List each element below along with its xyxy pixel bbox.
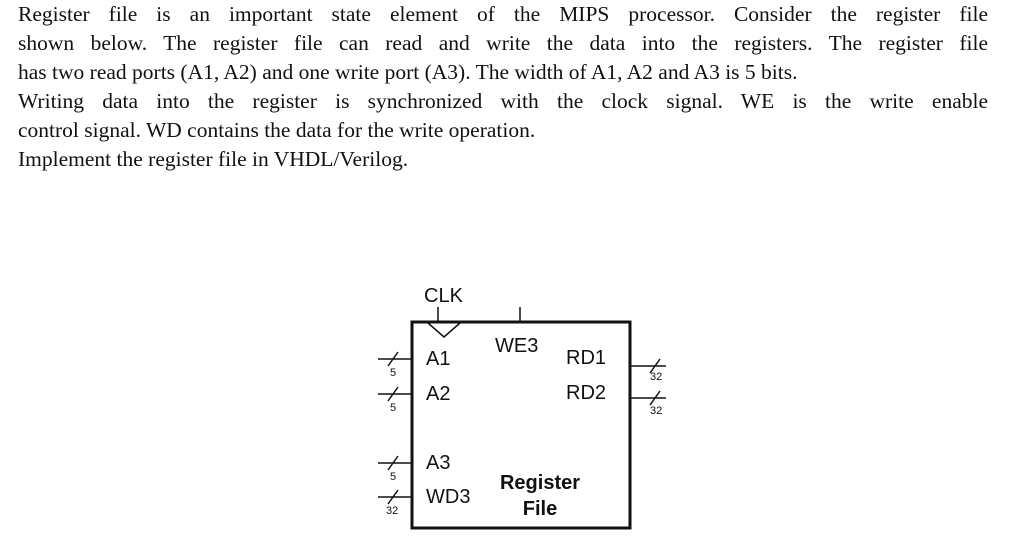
question-line: has two read ports (A1, A2) and one writ… [18,60,798,84]
clock-triangle-icon [427,322,461,338]
wd3-label: WD3 [426,486,470,508]
block-title-line1: Register [500,472,580,494]
rd2-label: RD2 [566,382,606,404]
rd2-bus-slash [649,390,661,406]
wd3-bus-slash [387,489,399,505]
rd2-bus-width: 32 [650,405,662,417]
a3-label: A3 [426,452,450,474]
a1-bus-slash [387,351,399,367]
task-line: Implement the register file in VHDL/Veri… [18,147,409,171]
question-line: Writing data into the register is synchr… [18,89,988,113]
question-line: control signal. WD contains the data for… [18,118,536,142]
a1-label: A1 [426,348,450,370]
register-file-block [410,320,632,530]
rd1-bus-width: 32 [650,371,662,383]
question-line: Register file is an important state elem… [18,2,988,26]
a2-label: A2 [426,383,450,405]
question-text: Register file is an important state elem… [18,0,988,174]
wd3-bus-width: 32 [386,505,398,517]
a3-bus-width: 5 [390,471,396,483]
question-line: shown below. The register file can read … [18,31,988,55]
block-title-line2: File [523,498,557,520]
rd1-label: RD1 [566,347,606,369]
clk-label: CLK [424,285,464,307]
a2-bus-width: 5 [390,402,396,414]
a2-bus-slash [387,386,399,402]
a1-bus-width: 5 [390,367,396,379]
rd1-bus-slash [649,358,661,374]
a3-bus-slash [387,455,399,471]
we3-label: WE3 [495,335,538,357]
